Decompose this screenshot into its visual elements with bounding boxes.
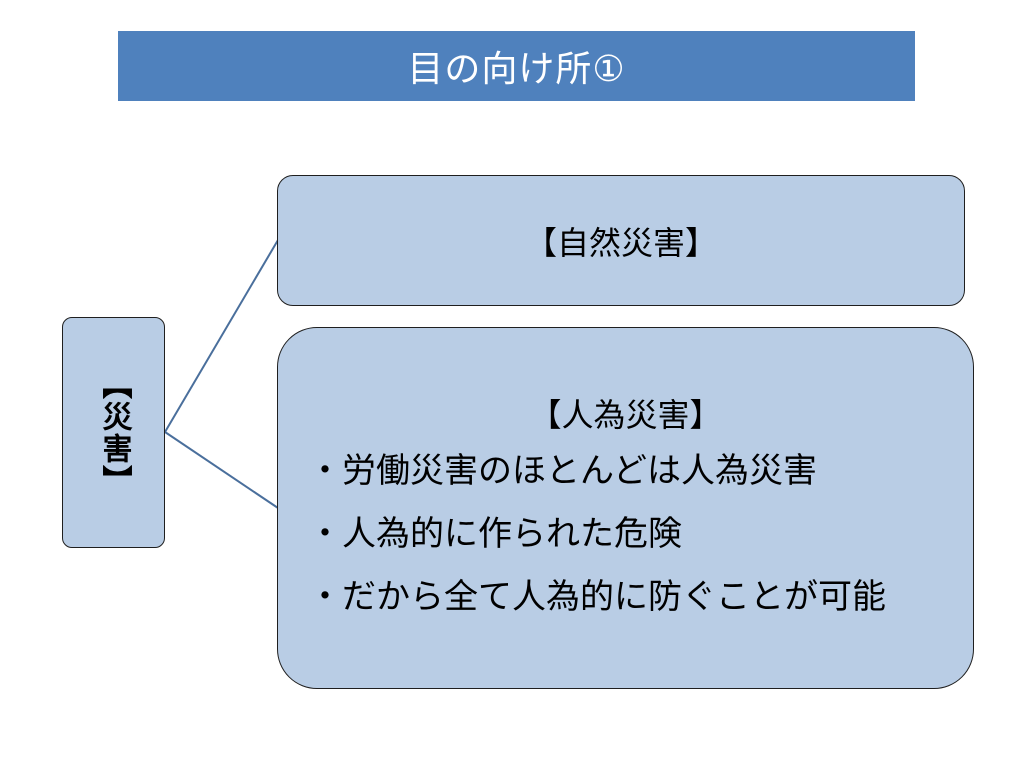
human-disaster-heading: 【人為災害】 [529,396,722,434]
slide-title: 目の向け所① [407,49,626,90]
root-node-disaster: 【災害】 [62,317,165,548]
node-natural-disaster: 【自然災害】 [277,175,965,306]
bullet-item: ・だから全て人為的に防ぐことが可能 [308,577,886,617]
natural-disaster-heading: 【自然災害】 [524,223,717,262]
root-node-label: 【災害】 [96,368,132,497]
title-bar: 目の向け所① [118,31,915,101]
connector-to-human [164,431,279,509]
bullet-item: ・労働災害のほとんどは人為災害 [308,451,817,491]
bullet-item: ・人為的に作られた危険 [308,514,682,554]
node-human-disaster: 【人為災害】 ・労働災害のほとんどは人為災害 ・人為的に作られた危険 ・だから全… [277,327,974,689]
human-disaster-bullets: ・労働災害のほとんどは人為災害 ・人為的に作られた危険 ・だから全て人為的に防ぐ… [308,454,886,643]
connector-to-natural [164,239,279,433]
